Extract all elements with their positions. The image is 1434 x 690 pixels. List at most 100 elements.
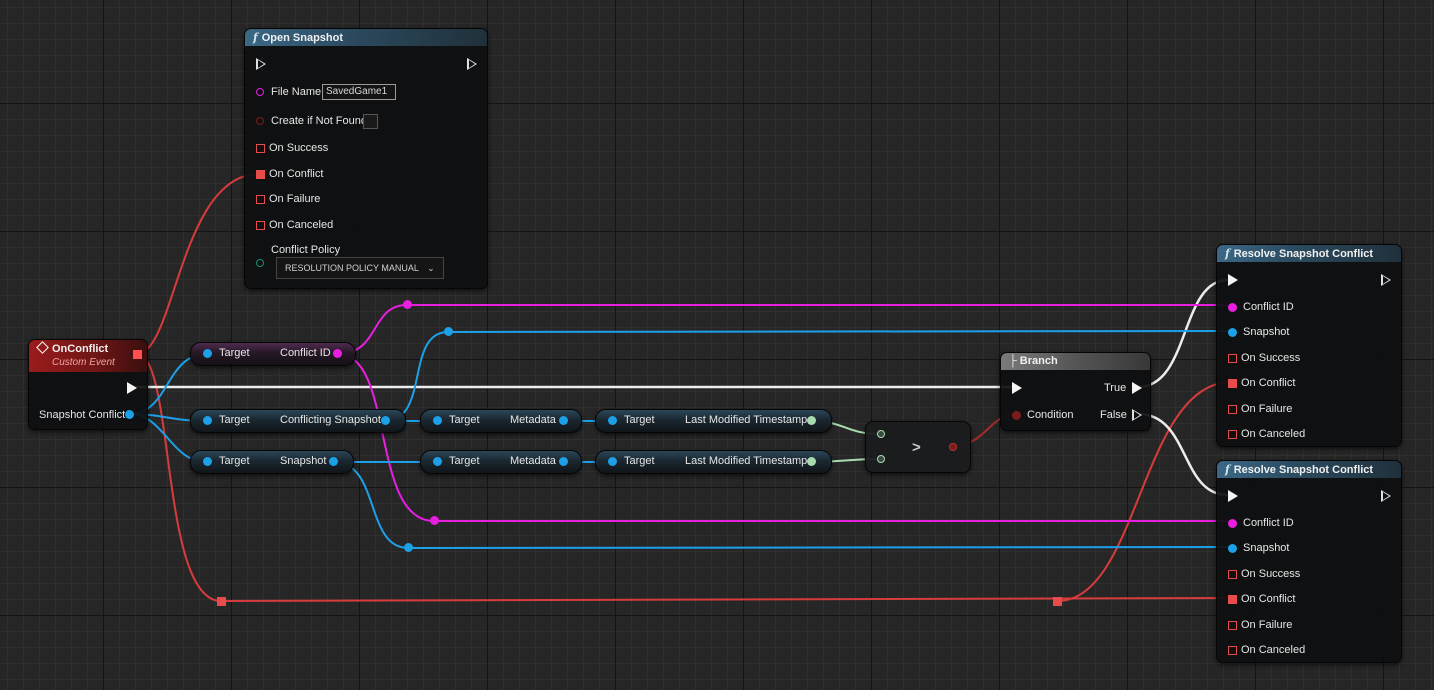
resolve-top-on-conflict-pin[interactable] (1228, 379, 1237, 388)
timestamp-bottom-out-pin[interactable] (807, 457, 816, 466)
conflicting-snapshot-out-pin[interactable] (381, 416, 390, 425)
branch-exec-in-pin[interactable] (1012, 382, 1022, 394)
wire-conflict-id-top[interactable] (337, 304, 1232, 355)
greater-than-node[interactable]: > (865, 421, 971, 473)
on-success-pin[interactable] (256, 144, 265, 153)
snapshot-conflict-pin[interactable] (125, 410, 134, 419)
compare-a-pin[interactable] (877, 430, 885, 438)
reroute-knot-conflict-id-top[interactable] (403, 300, 412, 309)
resolve-top-on-failure-pin[interactable] (1228, 405, 1237, 414)
wire-snapshot-to-resolve-bottom[interactable] (333, 461, 1233, 550)
resolve-top-snapshot-pin[interactable] (1228, 328, 1237, 337)
resolve-bottom-on-canceled-label: On Canceled (1241, 644, 1306, 656)
resolve-top-on-canceled-label: On Canceled (1241, 428, 1306, 440)
branch-node[interactable]: ├Branch True Condition False (1000, 352, 1151, 431)
resolve-top-exec-in-pin[interactable] (1228, 274, 1238, 286)
on-conflict-event-node[interactable]: OnConflict Custom Event Snapshot Conflic… (28, 339, 148, 430)
timestamp-bottom-target-pin[interactable] (608, 457, 617, 466)
conflicting-snapshot-target-pin[interactable] (203, 416, 212, 425)
conflict-policy-pin[interactable] (256, 259, 264, 267)
reroute-knot-conflict-id-bottom[interactable] (430, 516, 439, 525)
on-conflict-exec-out-pin[interactable] (127, 382, 137, 394)
create-if-not-found-pin[interactable] (256, 117, 264, 125)
compare-out-pin[interactable] (949, 443, 957, 451)
timestamp-top-target-pin[interactable] (608, 416, 617, 425)
get-timestamp-bottom-node[interactable]: Target Last Modified Timestamp (595, 450, 832, 474)
timestamp-top-out-pin[interactable] (807, 416, 816, 425)
on-failure-label: On Failure (269, 193, 321, 205)
wire-delegate-top[interactable] (1056, 381, 1233, 602)
timestamp-top-label: Last Modified Timestamp (685, 414, 808, 426)
conflict-id-out-pin[interactable] (333, 349, 342, 358)
function-icon: f (1225, 463, 1230, 476)
wire-delegate-open-snapshot[interactable] (136, 173, 260, 355)
resolve-top-on-conflict-label: On Conflict (1241, 377, 1296, 389)
resolve-bottom-exec-in-pin[interactable] (1228, 490, 1238, 502)
snapshot-conflict-row: Snapshot Conflict (39, 407, 125, 423)
metadata-bottom-target-pin[interactable] (433, 457, 442, 466)
conflict-policy-dropdown[interactable]: RESOLUTION POLICY MANUAL ⌄ (276, 257, 444, 279)
resolve-top-on-canceled-pin[interactable] (1228, 430, 1237, 439)
wire-conflict-id-bottom[interactable] (337, 353, 1232, 522)
resolve-bottom-on-canceled-pin[interactable] (1228, 646, 1237, 655)
get-conflicting-snapshot-node[interactable]: Target Conflicting Snapshot (190, 409, 406, 433)
metadata-top-out-pin[interactable] (559, 416, 568, 425)
get-conflict-id-node[interactable]: Target Conflict ID (190, 342, 356, 366)
resolve-bottom-exec-out-pin[interactable] (1381, 490, 1391, 502)
resolve-top-snapshot-label: Snapshot (1243, 326, 1290, 338)
snapshot-label: Snapshot (280, 455, 327, 467)
resolve-top-on-success-pin[interactable] (1228, 354, 1237, 363)
compare-b-pin[interactable] (877, 455, 885, 463)
metadata-top-target-pin[interactable] (433, 416, 442, 425)
metadata-top-target-label: Target (449, 414, 480, 426)
wire-exec-true[interactable] (1137, 278, 1229, 389)
snapshot-target-pin[interactable] (203, 457, 212, 466)
resolve-top-on-failure-label: On Failure (1241, 403, 1293, 415)
on-conflict-delegate-pin[interactable] (133, 350, 142, 359)
wire-exec-false[interactable] (1137, 412, 1229, 497)
conflict-id-target-pin[interactable] (203, 349, 212, 358)
resolve-bottom-on-success-pin[interactable] (1228, 570, 1237, 579)
resolve-top-exec-out-pin[interactable] (1381, 274, 1391, 286)
on-canceled-label: On Canceled (269, 219, 334, 231)
conflict-policy-value: RESOLUTION POLICY MANUAL (285, 263, 419, 273)
resolve-top-conflict-id-pin[interactable] (1228, 303, 1237, 312)
wire-delegate-bottom[interactable] (220, 597, 1233, 602)
exec-in-pin[interactable] (256, 58, 266, 70)
wire-delegate-to-reroute[interactable] (136, 353, 222, 602)
snapshot-out-pin[interactable] (329, 457, 338, 466)
resolve-bottom-conflict-id-pin[interactable] (1228, 519, 1237, 528)
function-icon: f (253, 31, 258, 44)
get-metadata-top-node[interactable]: Target Metadata (420, 409, 582, 433)
resolve-bottom-on-failure-pin[interactable] (1228, 621, 1237, 630)
metadata-bottom-out-pin[interactable] (559, 457, 568, 466)
reroute-knot-snapshot-bottom[interactable] (404, 543, 413, 552)
reroute-knot-delegate-right[interactable] (1053, 597, 1062, 606)
resolve-bottom-snapshot-pin[interactable] (1228, 544, 1237, 553)
branch-true-pin[interactable] (1132, 382, 1142, 394)
file-name-pin[interactable] (256, 88, 264, 96)
branch-header: ├Branch (1001, 353, 1150, 370)
get-metadata-bottom-node[interactable]: Target Metadata (420, 450, 582, 474)
exec-out-pin[interactable] (467, 58, 477, 70)
get-timestamp-top-node[interactable]: Target Last Modified Timestamp (595, 409, 832, 433)
on-canceled-pin[interactable] (256, 221, 265, 230)
reroute-knot-delegate-left[interactable] (217, 597, 226, 606)
on-conflict-pin[interactable] (256, 170, 265, 179)
get-snapshot-node[interactable]: Target Snapshot (190, 450, 354, 474)
on-conflict-label: On Conflict (269, 168, 324, 180)
branch-condition-pin[interactable] (1012, 411, 1021, 420)
reroute-knot-snapshot-top[interactable] (444, 327, 453, 336)
branch-false-pin[interactable] (1132, 409, 1142, 421)
on-failure-pin[interactable] (256, 195, 265, 204)
create-if-not-found-checkbox[interactable] (363, 114, 378, 129)
event-icon (36, 341, 49, 354)
file-name-input[interactable]: SavedGame1 (322, 84, 396, 100)
resolve-bottom-on-conflict-pin[interactable] (1228, 595, 1237, 604)
metadata-bottom-label: Metadata (510, 455, 556, 467)
